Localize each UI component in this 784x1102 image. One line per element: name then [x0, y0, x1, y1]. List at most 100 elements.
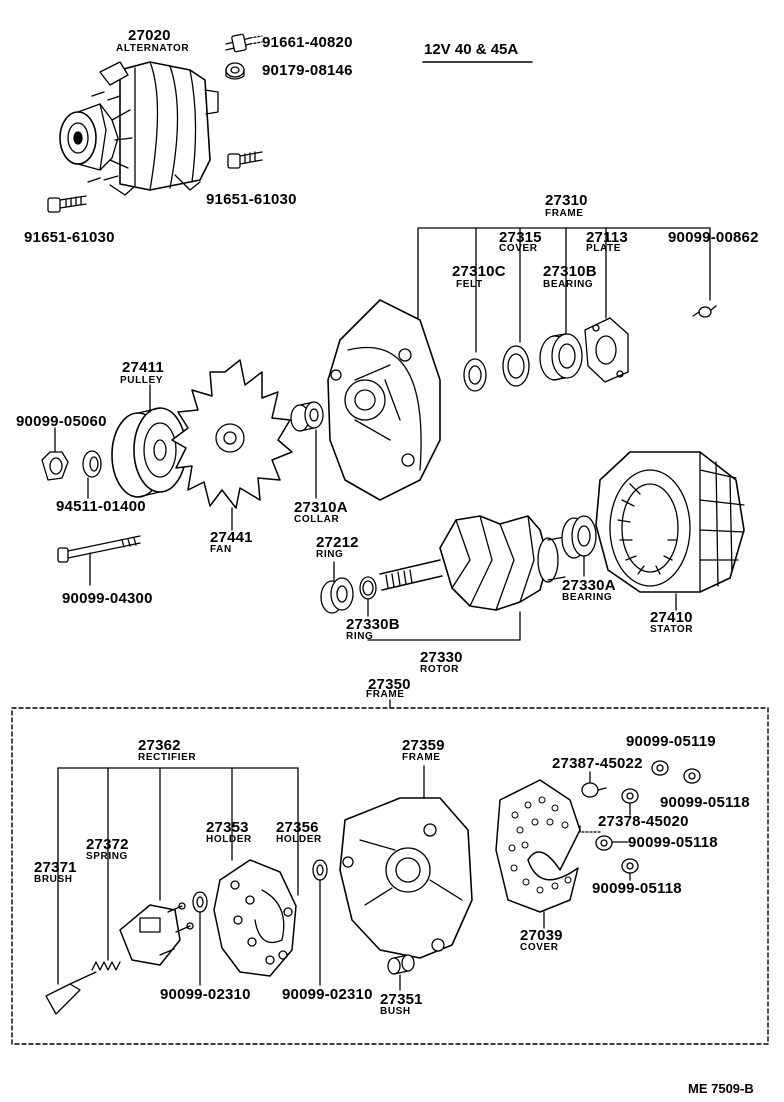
part-label-27378-45020: 27378-45020 [598, 813, 689, 830]
through-bolt-drawing [57, 535, 141, 563]
part-label-frame-27310: FRAME [545, 208, 584, 219]
diagram-title: 12V 40 & 45A [424, 41, 519, 58]
part-label-27359: 27359 [402, 737, 445, 754]
part-label-27410: 27410 [650, 609, 693, 626]
part-label-91651-61030-right: 91651-61030 [206, 191, 297, 208]
terminal-bolt-45022-drawing [581, 782, 607, 798]
part-label-cover-27315: COVER [499, 243, 538, 254]
rear-bearing-drawing [561, 515, 597, 559]
part-label-27330A: 27330A [562, 577, 616, 594]
part-label-90179-08146: 90179-08146 [262, 62, 353, 79]
part-label-27356: 27356 [276, 819, 319, 836]
spacer-collar-drawing [290, 401, 324, 432]
part-label-27353: 27353 [206, 819, 249, 836]
pulley-drawing [111, 407, 187, 498]
rotor-drawing [379, 515, 566, 611]
felt-ring-drawing [463, 358, 487, 392]
part-label-27387-45022: 27387-45022 [552, 755, 643, 772]
part-label-pulley: PULLEY [120, 375, 164, 386]
drawing-reference: ME 7509-B [688, 1081, 754, 1096]
part-label-27330B: 27330B [346, 616, 400, 633]
bushing-drawing [387, 954, 415, 975]
snap-ring-drawing [359, 576, 377, 600]
part-label-stator: STATOR [650, 624, 694, 635]
part-label-27411: 27411 [122, 359, 164, 376]
terminal-nut-05118-bottom-drawing [621, 858, 639, 874]
part-label-27362: 27362 [138, 737, 181, 754]
part-label-27371: 27371 [34, 859, 77, 876]
part-label-27310: 27310 [545, 192, 588, 209]
part-label-frame-27350: FRAME [366, 689, 405, 700]
brush-holder-drawing [119, 902, 194, 966]
part-label-holder-27356: HOLDER [276, 834, 322, 845]
part-label-27113: 27113 [586, 229, 628, 246]
part-label-94511-01400: 94511-01400 [56, 498, 146, 515]
part-label-27441: 27441 [210, 529, 253, 546]
bearing-cover-drawing [502, 345, 530, 387]
part-label-27020: 27020 [128, 27, 171, 44]
nut-90179-drawing [225, 62, 245, 80]
part-label-27315: 27315 [499, 229, 542, 246]
part-label-90099-02310-left: 90099-02310 [160, 986, 251, 1003]
part-label-27039: 27039 [520, 927, 563, 944]
insulator-washer-right-drawing [312, 859, 328, 881]
part-label-alternator: ALTERNATOR [116, 43, 190, 54]
part-label-frame-27359: FRAME [402, 752, 441, 763]
part-label-brush: BRUSH [34, 874, 73, 885]
brush-spring-drawing [91, 961, 121, 971]
part-label-91651-61030-left: 91651-61030 [24, 229, 115, 246]
insulator-washer-left-drawing [192, 891, 208, 913]
part-label-27351: 27351 [380, 991, 423, 1008]
part-label-cover-27039: COVER [520, 942, 559, 953]
rear-cover-drawing [495, 779, 581, 913]
part-label-90099-04300: 90099-04300 [62, 590, 153, 607]
frame-27310-leader-lines [417, 227, 711, 353]
spring-washer-drawing [82, 450, 102, 478]
part-label-bearing-27330A: BEARING [562, 592, 613, 603]
bolt-91661-drawing [225, 33, 263, 53]
part-label-felt: FELT [456, 279, 483, 290]
part-label-27310B: 27310B [543, 263, 597, 280]
terminal-nut-05118-mid-drawing [595, 835, 613, 851]
rectifier-holder-drawing [213, 859, 297, 977]
retainer-plate-drawing [584, 317, 629, 383]
part-label-90099-05118-mid: 90099-05118 [628, 834, 718, 851]
part-label-91661-40820: 91661-40820 [262, 34, 353, 51]
stator-drawing [595, 451, 745, 593]
cooling-fan-drawing [171, 359, 293, 509]
terminal-nut-05118-top-drawing [683, 768, 701, 784]
part-label-bush: BUSH [380, 1006, 411, 1017]
terminal-bolt-45020-drawing [621, 788, 639, 804]
drive-end-frame-drawing [327, 299, 441, 501]
drive-bearing-drawing [539, 333, 583, 381]
part-label-27212: 27212 [316, 534, 359, 551]
alternator-assembly-drawing [59, 61, 219, 196]
part-label-collar: COLLAR [294, 514, 340, 525]
part-label-27372: 27372 [86, 836, 129, 853]
part-label-90099-05119: 90099-05119 [626, 733, 716, 750]
part-label-ring-27330B: RING [346, 631, 374, 642]
bolt-91651-right-drawing [227, 151, 263, 169]
part-label-90099-02310-right: 90099-02310 [282, 986, 373, 1003]
part-label-27310A: 27310A [294, 499, 348, 516]
part-label-plate: PLATE [586, 243, 622, 254]
rotor-ring-drawing [320, 577, 354, 614]
part-label-27350: 27350 [368, 676, 411, 693]
screw-90099-00862-drawing [692, 305, 717, 318]
part-label-fan: FAN [210, 544, 232, 555]
part-label-27330: 27330 [420, 649, 463, 666]
part-label-spring: SPRING [86, 851, 128, 862]
terminal-nut-05119-drawing [651, 760, 669, 776]
part-label-27310C: 27310C [452, 263, 506, 280]
rear-end-frame-drawing [339, 797, 473, 959]
part-label-bearing-27310B: BEARING [543, 279, 594, 290]
part-label-90099-00862: 90099-00862 [668, 229, 759, 246]
pulley-nut-drawing [41, 451, 69, 481]
part-label-90099-05118-bottom: 90099-05118 [592, 880, 682, 897]
part-label-90099-05060: 90099-05060 [16, 413, 107, 430]
bolt-91651-left-drawing [47, 195, 87, 213]
brush-drawing [45, 971, 97, 1015]
rectifier-27362-leader-lines [57, 767, 299, 985]
part-label-90099-05118-top: 90099-05118 [660, 794, 750, 811]
